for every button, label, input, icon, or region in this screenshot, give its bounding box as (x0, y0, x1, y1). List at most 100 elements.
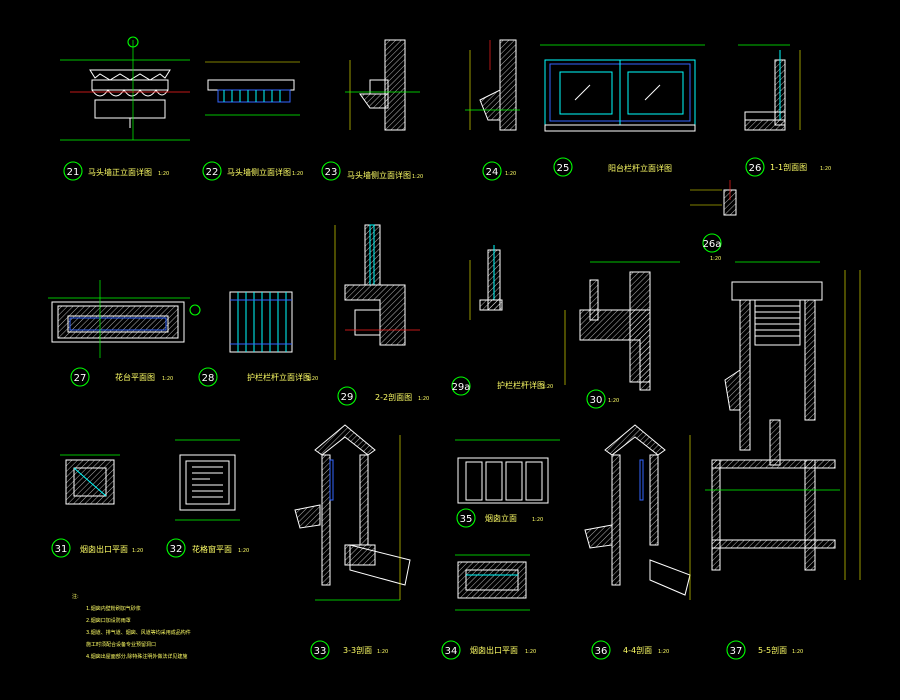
svg-text:29a: 29a (452, 382, 471, 393)
detail-bubble-29a: 29a (451, 376, 471, 396)
scale-35: 1:20 (532, 517, 543, 523)
title-35: 烟囱立面 (485, 513, 517, 523)
note-line: 4.烟囱出屋面部分,除特殊注明外做法详见建施 (86, 653, 187, 660)
title-34: 烟囱出口平面 (470, 645, 518, 655)
title-26: 1-1剖面图 (770, 162, 807, 172)
svg-text:21: 21 (67, 167, 80, 178)
drawing-36 (584, 424, 691, 600)
svg-text:31: 31 (55, 544, 68, 555)
general-notes: 注: 1.烟囱内壁粉刷加气砂浆 2.烟囱口加设防雨罩 3.烟道、排气道、烟囱、风… (72, 593, 191, 660)
scale-29: 1:20 (418, 396, 429, 402)
drawing-21 (60, 36, 190, 141)
detail-bubble-36: 36 (591, 640, 611, 660)
svg-text:33: 33 (314, 646, 327, 657)
scale-28: 1:20 (307, 376, 318, 382)
svg-text:26: 26 (749, 163, 762, 174)
title-37: 5-5剖面 (758, 645, 787, 655)
drawing-23 (345, 39, 420, 131)
scale-26: 1:20 (820, 166, 831, 172)
svg-text:36: 36 (595, 646, 608, 657)
detail-bubble-21: 21 (63, 161, 83, 181)
notes-heading: 注: (72, 593, 79, 600)
detail-bubble-26a: 26a (702, 233, 722, 253)
detail-bubble-24: 24 (482, 161, 502, 181)
drawing-22 (205, 61, 300, 116)
svg-text:26a: 26a (703, 239, 722, 250)
drawing-37 (705, 261, 861, 580)
detail-bubble-22: 22 (202, 161, 222, 181)
title-36: 4-4剖面 (623, 645, 652, 655)
drawing-24 (465, 39, 520, 131)
detail-bubble-30: 30 (586, 389, 606, 409)
drawing-30 (564, 261, 680, 391)
scale-33: 1:20 (377, 649, 388, 655)
drawing-29a (469, 245, 503, 320)
detail-bubble-26: 26 (745, 157, 765, 177)
detail-bubble-34: 34 (441, 640, 461, 660)
detail-bubble-32: 32 (166, 538, 186, 558)
title-32: 花格窗平面 (192, 544, 232, 554)
detail-bubble-28: 28 (198, 367, 218, 387)
svg-text:23: 23 (325, 167, 338, 178)
scale-23: 1:20 (412, 174, 423, 180)
title-33: 3-3剖面 (343, 645, 372, 655)
note-line: 施工时须配合设备专业预留洞口 (86, 641, 156, 648)
scale-34: 1:20 (525, 649, 536, 655)
note-line: 2.烟囱口加设防雨罩 (86, 617, 131, 624)
drawing-35 (455, 439, 560, 504)
title-29: 2-2剖面图 (375, 392, 412, 402)
svg-text:22: 22 (206, 167, 219, 178)
scale-24: 1:20 (505, 171, 516, 177)
detail-bubble-27: 27 (70, 367, 90, 387)
title-22: 马头墙侧立面详图 (227, 167, 291, 177)
title-23: 马头墙侧立面详图 (347, 170, 411, 180)
svg-text:24: 24 (486, 167, 499, 178)
note-line: 3.烟道、排气道、烟囱、风道等均采用成品构件 (86, 629, 191, 636)
detail-bubble-23: 23 (321, 161, 341, 181)
svg-text:29: 29 (341, 392, 354, 403)
drawing-32 (175, 439, 240, 521)
drawing-31 (60, 454, 120, 505)
scale-32: 1:20 (238, 548, 249, 554)
title-21: 马头墙正立面详图 (88, 167, 152, 177)
drawing-33 (294, 424, 411, 601)
scale-29a: 1:20 (542, 384, 553, 390)
detail-bubble-33: 33 (310, 640, 330, 660)
detail-bubble-35: 35 (456, 508, 476, 528)
title-27: 花台平面图 (115, 372, 155, 382)
svg-text:37: 37 (730, 646, 743, 657)
note-line: 1.烟囱内壁粉刷加气砂浆 (86, 605, 141, 612)
drawing-27 (48, 280, 190, 358)
svg-text:28: 28 (202, 373, 215, 384)
svg-text:34: 34 (445, 646, 458, 657)
drawing-29 (334, 224, 420, 360)
title-29a: 护栏栏杆详图 (497, 380, 545, 390)
title-28: 护栏栏杆立面详图 (247, 372, 311, 382)
scale-26a: 1:20 (710, 256, 721, 262)
svg-text:30: 30 (590, 395, 603, 406)
drawing-26 (738, 44, 801, 131)
drawing-26a (690, 180, 737, 216)
svg-text:35: 35 (460, 514, 473, 525)
scale-31: 1:20 (132, 548, 143, 554)
drawing-25 (540, 44, 705, 132)
scale-27: 1:20 (162, 376, 173, 382)
detail-bubble-31: 31 (51, 538, 71, 558)
scale-21: 1:20 (158, 171, 169, 177)
detail-bubble-25: 25 (553, 157, 573, 177)
scale-36: 1:20 (658, 649, 669, 655)
title-31: 烟囱出口平面 (80, 544, 128, 554)
scale-22: 1:20 (292, 171, 303, 177)
scale-30: 1:20 (608, 398, 619, 404)
scale-37: 1:20 (792, 649, 803, 655)
svg-text:27: 27 (74, 373, 87, 384)
svg-text:25: 25 (557, 163, 570, 174)
title-25: 阳台栏杆立面详图 (608, 163, 672, 173)
detail-bubble-37: 37 (726, 640, 746, 660)
detail-bubble-29: 29 (337, 386, 357, 406)
svg-text:32: 32 (170, 544, 183, 555)
drawing-34 (455, 554, 530, 611)
drawing-28 (189, 291, 293, 353)
